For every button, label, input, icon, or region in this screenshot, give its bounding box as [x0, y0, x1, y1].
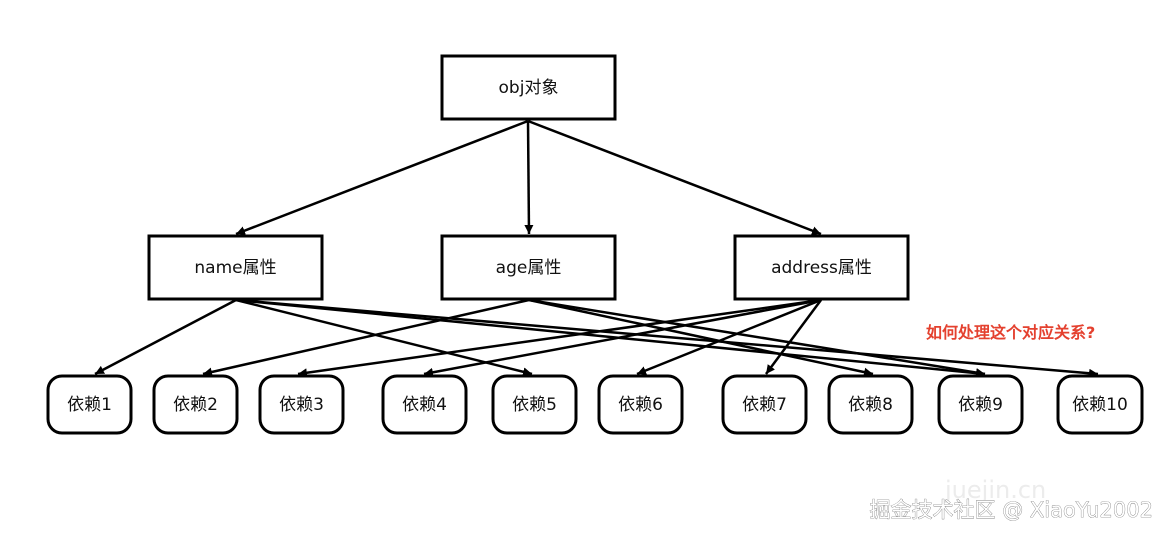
property-node-name: name属性 — [147, 234, 324, 301]
dependency-node-6: 依赖6 — [597, 374, 684, 435]
dependency-label-9: 依赖9 — [958, 395, 1003, 415]
edge-age-to-d8 — [528, 298, 874, 377]
dependency-node-9: 依赖9 — [937, 374, 1024, 435]
dependency-node-3: 依赖3 — [258, 374, 345, 435]
edge-root-to-address — [527, 119, 822, 236]
dependency-node-4: 依赖4 — [381, 374, 468, 435]
dependency-label-8: 依赖8 — [848, 395, 893, 415]
root-label: obj对象 — [499, 78, 559, 98]
edge-address-to-d6 — [636, 298, 822, 376]
dependency-label-10: 依赖10 — [1072, 395, 1128, 415]
edge-address-to-d4 — [423, 298, 822, 377]
dependency-label-5: 依赖5 — [512, 395, 557, 415]
dependency-label-6: 依赖6 — [618, 395, 663, 415]
edges-layer — [94, 119, 1099, 378]
edge-name-to-d10 — [235, 298, 1099, 378]
edge-name-to-d9 — [235, 298, 986, 378]
edge-address-to-d7 — [764, 299, 823, 375]
edge-address-to-d3 — [297, 298, 822, 378]
property-node-address: address属性 — [733, 234, 910, 301]
dependency-label-3: 依赖3 — [279, 395, 324, 415]
property-node-age: age属性 — [440, 234, 617, 301]
dependency-node-5: 依赖5 — [491, 374, 578, 435]
dependency-label-2: 依赖2 — [173, 395, 218, 415]
root-node: obj对象 — [440, 54, 617, 121]
dependency-node-2: 依赖2 — [152, 374, 239, 435]
dependency-node-7: 依赖7 — [721, 374, 808, 435]
watermark: 掘金技术社区 @ XiaoYu2002 — [870, 498, 1153, 522]
property-label-address: address属性 — [771, 258, 872, 278]
edge-age-to-d9 — [528, 298, 986, 378]
dependency-node-1: 依赖1 — [46, 374, 133, 435]
edge-root-to-age — [524, 120, 534, 235]
dependency-node-10: 依赖10 — [1056, 374, 1144, 435]
edge-name-to-d5 — [235, 298, 533, 377]
edge-root-to-name — [235, 119, 529, 236]
property-label-name: name属性 — [194, 258, 276, 278]
dependency-label-7: 依赖7 — [742, 395, 787, 415]
dependency-node-8: 依赖8 — [827, 374, 914, 435]
edge-age-to-d2 — [202, 298, 530, 377]
dependency-label-4: 依赖4 — [402, 395, 447, 415]
property-label-age: age属性 — [496, 258, 562, 278]
question-annotation: 如何处理这个对应关系? — [926, 323, 1095, 342]
dependency-label-1: 依赖1 — [67, 395, 112, 415]
watermark-faint: juejin.cn — [944, 476, 1046, 504]
edge-name-to-d1 — [94, 298, 237, 376]
